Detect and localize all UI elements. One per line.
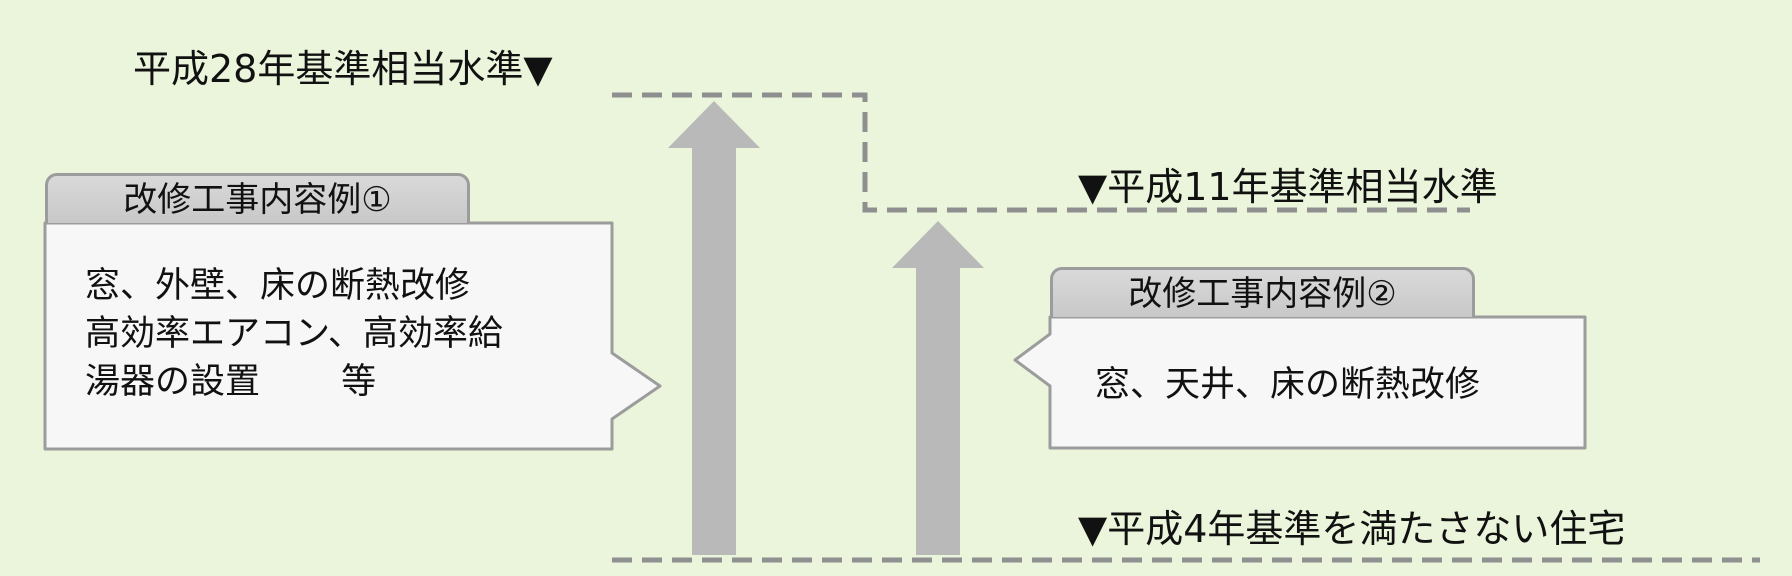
level-label-h11: ▼平成11年基準相当水準 [1078, 165, 1498, 209]
arrow-up-small [892, 221, 984, 555]
example-1-line-3: 湯器の設置 等 [85, 362, 377, 402]
level-label-h4: ▼平成4年基準を満たさない住宅 [1078, 507, 1626, 551]
example-2-title-tab: 改修工事内容例② [1050, 267, 1475, 317]
dashed-line-h28-to-h11 [612, 92, 1470, 213]
callout-box-1 [43, 221, 662, 451]
arrow-up-large [668, 101, 760, 555]
example-1-text: 窓、外壁、床の断熱改修 高効率エアコン、高効率給 湯器の設置 等 [85, 262, 503, 406]
example-2-line-1: 窓、天井、床の断熱改修 [1095, 365, 1481, 405]
level-label-h28: 平成28年基準相当水準▼ [133, 47, 553, 91]
callout-box-2 [1013, 315, 1587, 450]
example-1-title-tab: 改修工事内容例① [45, 173, 470, 223]
example-2-text: 窓、天井、床の断熱改修 [1095, 361, 1480, 409]
example-1-line-1: 窓、外壁、床の断熱改修 [85, 266, 471, 306]
example-1-line-2: 高効率エアコン、高効率給 [85, 314, 503, 354]
